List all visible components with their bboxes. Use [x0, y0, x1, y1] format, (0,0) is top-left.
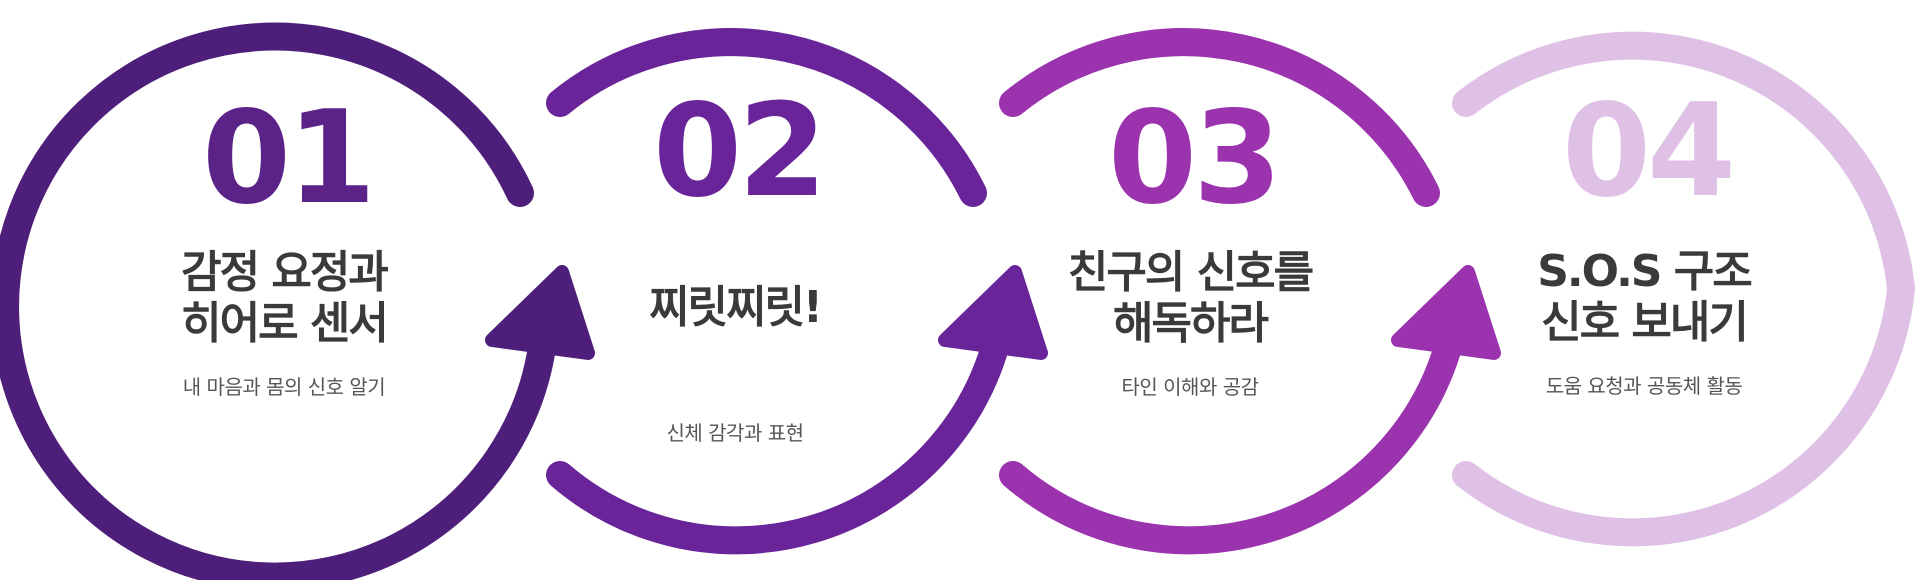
- step-4-arc-top: [1452, 31, 1915, 303]
- step-4-subtitle: 도움 요청과 공동체 활동: [1545, 374, 1743, 399]
- step-4-title: S.O.S 구조 신호 보내기: [1537, 246, 1753, 349]
- step-1-number: 01: [201, 84, 376, 233]
- step-4-arc-bottom: [1452, 275, 1915, 547]
- step-1-subtitle: 내 마음과 몸의 신호 알기: [182, 375, 386, 400]
- step-4-ring: [1452, 31, 1915, 547]
- step-1: 01 감정 요정과 히어로 센서 내 마음과 몸의 신호 알기: [94, 95, 474, 400]
- step-4: 04 S.O.S 구조 신호 보내기 도움 요청과 공동체 활동: [1454, 88, 1834, 399]
- step-3: 03 친구의 신호를 해독하라 타인 이해와 공감: [1000, 95, 1380, 400]
- step-2-number: 02: [652, 77, 827, 226]
- step-3-subtitle: 타인 이해와 공감: [1121, 375, 1259, 400]
- step-2-subtitle: 신체 감각과 표현: [666, 421, 804, 446]
- step-3-arc-bottom: [999, 333, 1462, 555]
- step-1-arc: [0, 22, 556, 580]
- step-3-ring: [999, 28, 1501, 555]
- step-2: 02 찌릿찌릿! 신체 감각과 표현: [545, 88, 925, 446]
- step-1-arrowhead: [485, 265, 595, 360]
- step-1-title: 감정 요정과 히어로 센서: [181, 247, 389, 350]
- step-2-arrowhead: [938, 265, 1048, 360]
- step-2-title: 찌릿찌릿!: [649, 282, 823, 333]
- step-3-title: 친구의 신호를 해독하라: [1067, 247, 1314, 350]
- step-2-arc-bottom: [546, 333, 1009, 555]
- step-3-arrowhead: [1391, 265, 1501, 360]
- step-3-number: 03: [1107, 84, 1282, 233]
- step-1-ring: [0, 22, 595, 580]
- step-2-arc-top: [546, 28, 987, 207]
- step-3-arc-top: [999, 28, 1440, 207]
- step-4-number: 04: [1561, 77, 1736, 226]
- step-2-ring: [546, 28, 1048, 555]
